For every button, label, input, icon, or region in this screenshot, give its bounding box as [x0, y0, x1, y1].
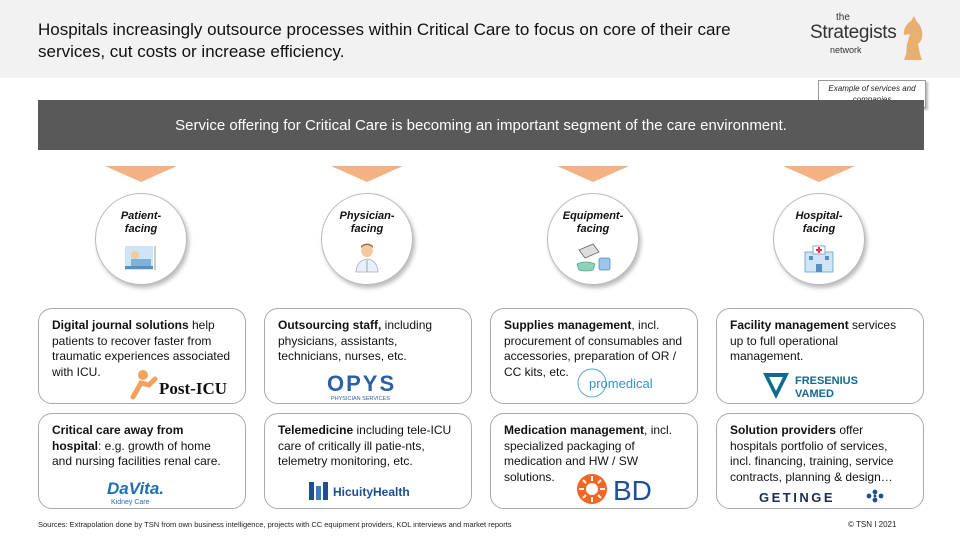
category-circle-equipment: Equipment- facing [547, 193, 639, 285]
service-description: offer hospitals portfolio of services, i… [730, 423, 894, 484]
logo-text: DaVita. [107, 479, 164, 498]
page-title: Hospitals increasingly outsource process… [38, 20, 731, 61]
promedical-logo: promedical [577, 368, 653, 398]
category-label: Equipment- facing [562, 210, 624, 235]
service-title: Medication management [504, 423, 645, 437]
service-card-digital-journal: Digital journal solutions help patients … [38, 308, 246, 404]
category-circle-physician: Physician- facing [321, 193, 413, 285]
logo-text: BD [613, 475, 652, 506]
post-icu-logo: Post-ICU [130, 370, 227, 400]
logo-subtext: Kidney Care [111, 499, 150, 506]
patient-bed-icon [125, 246, 156, 270]
category-circle-patient: Patient- facing [95, 193, 187, 285]
service-title: Facility management [730, 318, 849, 332]
logo-text: OPYS [327, 371, 396, 396]
category-label: Patient- facing [120, 210, 162, 235]
category-circle-hospital: Hospital- facing [773, 193, 865, 285]
category-label: Physician- facing [339, 210, 395, 235]
company-logo: the Strategists network [808, 12, 928, 68]
logo-text: promedical [589, 376, 653, 391]
service-title: Digital journal solutions [52, 318, 189, 332]
service-title: Critical care away from hospital [52, 423, 184, 453]
service-description: including tele-ICU care of critically il… [278, 423, 452, 468]
service-description: help patients to recover faster from tra… [52, 318, 231, 379]
hicuity-health-logo: HicuityHealth [309, 482, 410, 500]
service-card-critical-care-away: Critical care away from hospital: e.g. g… [38, 413, 246, 509]
service-title: Solution providers [730, 423, 837, 437]
bd-logo: BD [577, 474, 652, 506]
logo-line-2: Strategists [810, 22, 897, 43]
service-description: : e.g. growth of home and nursing facili… [52, 438, 221, 469]
logo-text: HicuityHealth [333, 485, 410, 499]
arrow-down-icon [557, 166, 629, 182]
service-title: Supplies management [504, 318, 632, 332]
logo-subtext: PHYSICIAN SERVICES [331, 396, 390, 402]
arrow-down-icon [331, 166, 403, 182]
service-title: Telemedicine [278, 423, 354, 437]
service-card-supplies-management: Supplies management, incl. procurement o… [490, 308, 698, 404]
service-description: , incl. procurement of consumables and a… [504, 318, 683, 379]
logo-line-1: the [836, 12, 850, 23]
medical-supplies-icon [576, 243, 611, 272]
logo-line-3: network [830, 45, 862, 55]
title-bar [0, 0, 960, 78]
getinge-logo: GETINGE [759, 489, 884, 505]
fresenius-vamed-logo: FRESENIUS VAMED [763, 373, 858, 400]
opys-logo: OPYS PHYSICIAN SERVICES [327, 371, 396, 402]
service-card-telemedicine: Telemedicine including tele-ICU care of … [264, 413, 472, 509]
davita-logo: DaVita. Kidney Care [107, 479, 164, 506]
logo-text: Post-ICU [159, 379, 227, 398]
doctor-icon [355, 243, 379, 273]
hospital-icon [804, 245, 834, 273]
banner: Service offering for Critical Care is be… [38, 100, 924, 150]
category-label: Hospital- facing [795, 210, 843, 235]
service-card-facility-management: Facility management services up to full … [716, 308, 924, 404]
service-card-outsourcing-staff: Outsourcing staff, including physicians,… [264, 308, 472, 404]
service-description: services up to full operational manageme… [730, 318, 897, 363]
service-description: , incl. specialized packaging of medicat… [504, 423, 673, 484]
logo-text: GETINGE [759, 490, 835, 505]
logo-text: FRESENIUS [795, 375, 858, 387]
logo-subtext: VAMED [795, 388, 834, 400]
sources-note: Sources: Extrapolation done by TSN from … [38, 520, 512, 529]
service-description: including physicians, assistants, techni… [278, 318, 433, 363]
arrow-down-icon [783, 166, 855, 182]
arrow-down-icon [105, 166, 177, 182]
service-card-solution-providers: Solution providers offer hospitals portf… [716, 413, 924, 509]
copyright: © TSN I 2021 [848, 520, 897, 529]
chess-knight-icon [903, 16, 923, 60]
service-card-medication-management: Medication management, incl. specialized… [490, 413, 698, 509]
service-title: Outsourcing staff, [278, 318, 382, 332]
